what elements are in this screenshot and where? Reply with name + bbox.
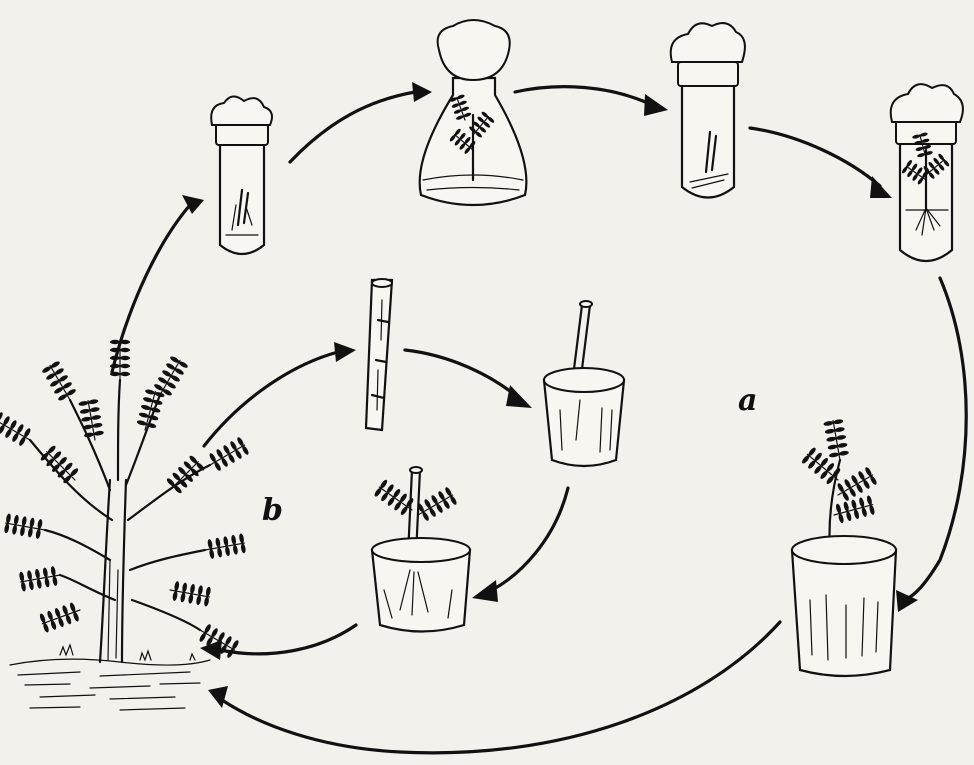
ground-soil [10, 645, 210, 710]
rooted-cutting-pot [372, 467, 470, 632]
cutting-in-pot [544, 301, 624, 466]
culture-tube-subculture [671, 23, 745, 197]
culture-tube-rooted-plantlet [891, 84, 963, 261]
route-b-label: b [262, 493, 283, 528]
potted-plantlet-a [792, 419, 896, 676]
culture-tube-explant [211, 96, 272, 254]
culture-flask-shoots [420, 20, 527, 205]
route-a-label: a [738, 383, 757, 418]
stem-cutting [366, 279, 392, 430]
